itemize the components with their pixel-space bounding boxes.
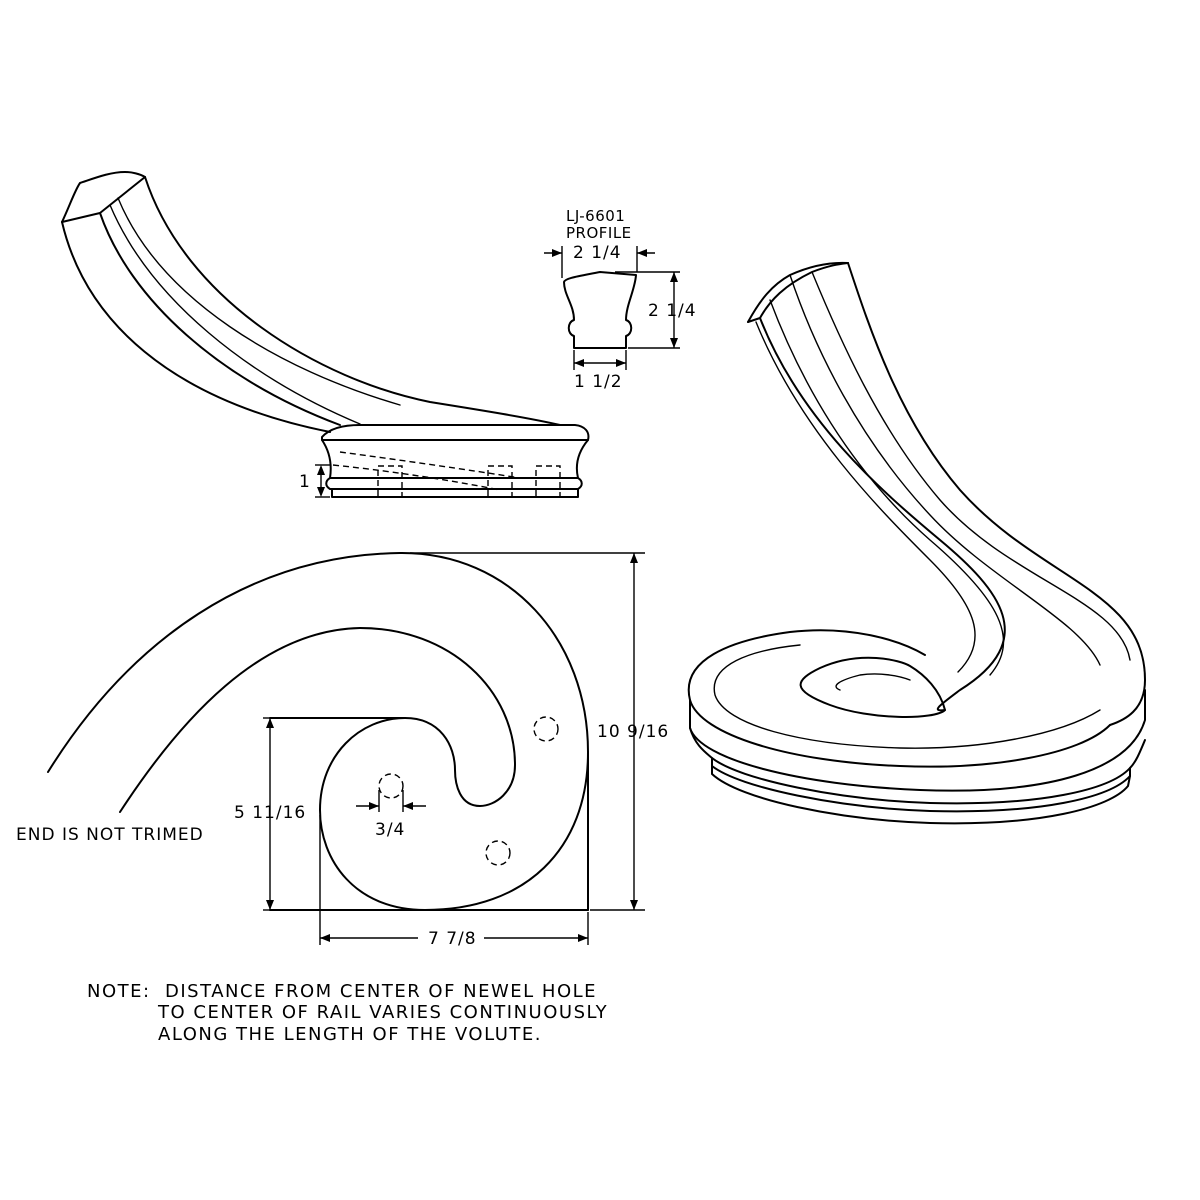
profile-title: PROFILE [566,224,632,242]
end-note: END IS NOT TRIMED [16,825,204,845]
note-line-1: NOTE: DISTANCE FROM CENTER OF NEWEL HOLE [87,981,597,1002]
profile-bottom-width: 1 1/2 [574,372,623,392]
newel-hole [378,773,404,799]
note-block: NOTE: DISTANCE FROM CENTER OF NEWEL HOLE… [87,981,608,1045]
isometric-view [687,261,1146,825]
overall-height-label: 10 9/16 [597,722,669,742]
hole-diameter-label: 3/4 [375,820,405,840]
base-height-label: 1 [299,472,311,492]
profile-top-width: 2 1/4 [573,243,622,263]
profile-detail: LJ-6601 PROFILE 2 1/4 2 1/4 1 1/2 [544,207,697,392]
side-view: 1 [61,171,590,498]
note-line-3: ALONG THE LENGTH OF THE VOLUTE. [158,1024,542,1045]
inner-height-label: 5 11/16 [234,803,306,823]
profile-code: LJ-6601 [566,207,625,225]
note-line-2: TO CENTER OF RAIL VARIES CONTINUOUSLY [157,1002,608,1023]
profile-height: 2 1/4 [648,301,697,321]
plan-view: 3/4 10 9/16 5 11/16 7 7/8 END IS NOT TRI… [16,551,669,949]
width-label: 7 7/8 [428,929,477,949]
